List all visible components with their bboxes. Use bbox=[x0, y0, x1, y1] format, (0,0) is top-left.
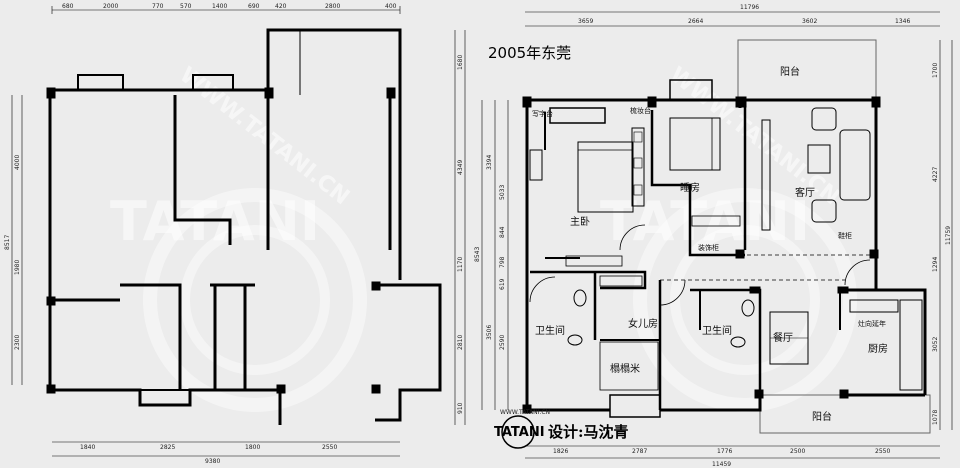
label-bathroom-2: 卫生间 bbox=[702, 324, 732, 337]
plan-title: 2005年东莞 bbox=[488, 44, 571, 62]
dim-right-left-2: 5033 bbox=[499, 185, 506, 200]
left-plan-dimensions: 680 2000 770 570 1400 690 420 2800 400 8… bbox=[4, 3, 464, 465]
left-plan bbox=[11, 6, 466, 457]
dim-right-top-4: 1346 bbox=[895, 18, 910, 25]
label-desk: 写字台 bbox=[532, 109, 553, 118]
dim-right-top-1: 3659 bbox=[578, 18, 593, 25]
dim-left-bottom-3: 1800 bbox=[245, 444, 260, 451]
watermark: TATANI TATANI WWW.TATANI.CN WWW.TATANI.C… bbox=[110, 63, 857, 412]
dim-right-left-4: 798 bbox=[499, 256, 506, 268]
dim-left-top-1: 680 bbox=[62, 3, 74, 10]
dim-left-right-1: 1680 bbox=[457, 55, 464, 70]
dim-right-bottom-5: 2550 bbox=[875, 448, 890, 455]
dim-left-top-8: 2800 bbox=[325, 3, 340, 10]
label-balcony-bottom: 阳台 bbox=[812, 410, 832, 423]
dim-right-right-3: 1294 bbox=[932, 257, 939, 272]
dim-left-top-7: 420 bbox=[275, 3, 287, 10]
dim-left-bottom-2: 2825 bbox=[160, 444, 175, 451]
dim-left-top-3: 770 bbox=[152, 3, 164, 10]
dim-right-left-5: 619 bbox=[499, 278, 506, 290]
label-daughter-room: 女儿房 bbox=[628, 317, 658, 330]
label-stove: 灶向延年 bbox=[858, 319, 886, 328]
label-bathroom-1: 卫生间 bbox=[535, 324, 565, 337]
dim-left-right-4: 2810 bbox=[457, 335, 464, 350]
dim-left-bottom-1: 1840 bbox=[80, 444, 95, 451]
label-living-room: 客厅 bbox=[795, 186, 815, 199]
dim-left-side-2: 1980 bbox=[14, 260, 21, 275]
signature: TATANI WWW.TATANI.CN 设计:马沈青 bbox=[494, 409, 629, 449]
watermark-text-right: TATANI bbox=[600, 190, 810, 253]
dim-right-left-7: 2590 bbox=[499, 335, 506, 350]
dim-left-side-total: 8517 bbox=[4, 235, 11, 250]
dim-left-top-5: 1400 bbox=[212, 3, 227, 10]
label-master-bedroom: 主卧 bbox=[570, 215, 590, 228]
dim-right-right-4: 3052 bbox=[932, 337, 939, 352]
dim-right-top-total: 11796 bbox=[740, 4, 759, 11]
label-dresser: 梳妆台 bbox=[630, 106, 651, 115]
dim-right-top-3: 3602 bbox=[802, 18, 817, 25]
label-tv-cabinet: 鞋柜 bbox=[838, 231, 852, 240]
dim-left-top-6: 690 bbox=[248, 3, 260, 10]
dim-right-bottom-total: 11459 bbox=[712, 461, 731, 468]
dim-right-top-2: 2664 bbox=[688, 18, 703, 25]
label-kitchen: 厨房 bbox=[868, 342, 888, 355]
dim-left-bottom-4: 2550 bbox=[322, 444, 337, 451]
dim-left-top-9: 400 bbox=[385, 3, 397, 10]
dim-left-top-4: 570 bbox=[180, 3, 192, 10]
signature-logo-url: WWW.TATANI.CN bbox=[500, 409, 550, 416]
dim-right-left-6: 3506 bbox=[486, 325, 493, 340]
dim-left-bottom-total: 9380 bbox=[205, 458, 220, 465]
dim-right-bottom-3: 1776 bbox=[717, 448, 732, 455]
label-bedroom: 睡房 bbox=[680, 181, 700, 194]
dim-left-side-3: 2300 bbox=[14, 335, 21, 350]
dim-left-side-1: 4000 bbox=[14, 155, 21, 170]
dim-left-right-2: 4349 bbox=[457, 160, 464, 175]
dim-right-left-3: 844 bbox=[499, 226, 506, 238]
dim-right-left-total: 8543 bbox=[474, 247, 481, 262]
label-dining: 餐厅 bbox=[773, 331, 793, 344]
label-tatami: 榻榻米 bbox=[610, 362, 640, 375]
dim-right-right-5: 1078 bbox=[932, 410, 939, 425]
dim-right-left-1: 3394 bbox=[486, 155, 493, 170]
right-plan bbox=[481, 11, 953, 459]
label-decor-cabinet: 装饰柜 bbox=[698, 243, 719, 252]
label-balcony-top: 阳台 bbox=[780, 65, 800, 78]
dim-right-bottom-1: 1826 bbox=[553, 448, 568, 455]
signature-logo: TATANI bbox=[494, 425, 545, 440]
dim-right-right-1: 1700 bbox=[932, 63, 939, 78]
dim-left-top-2: 2000 bbox=[103, 3, 118, 10]
dim-right-bottom-4: 2500 bbox=[790, 448, 805, 455]
dim-right-right-total: 11759 bbox=[945, 226, 952, 245]
right-plan-labels: 阳台 阳台 主卧 睡房 客厅 女儿房 卫生间 卫生间 餐厅 厨房 榻榻米 写字台… bbox=[532, 65, 888, 423]
watermark-url-left: WWW.TATANI.CN bbox=[175, 63, 354, 211]
dim-right-bottom-2: 2787 bbox=[632, 448, 647, 455]
right-plan-dimensions: 11796 3659 2664 3602 1346 3394 5033 844 … bbox=[474, 4, 952, 468]
dim-left-right-3: 1170 bbox=[457, 257, 464, 272]
dim-right-right-2: 4227 bbox=[932, 167, 939, 182]
signature-designer: 设计:马沈青 bbox=[548, 423, 629, 441]
dim-left-right-5: 910 bbox=[457, 402, 464, 414]
